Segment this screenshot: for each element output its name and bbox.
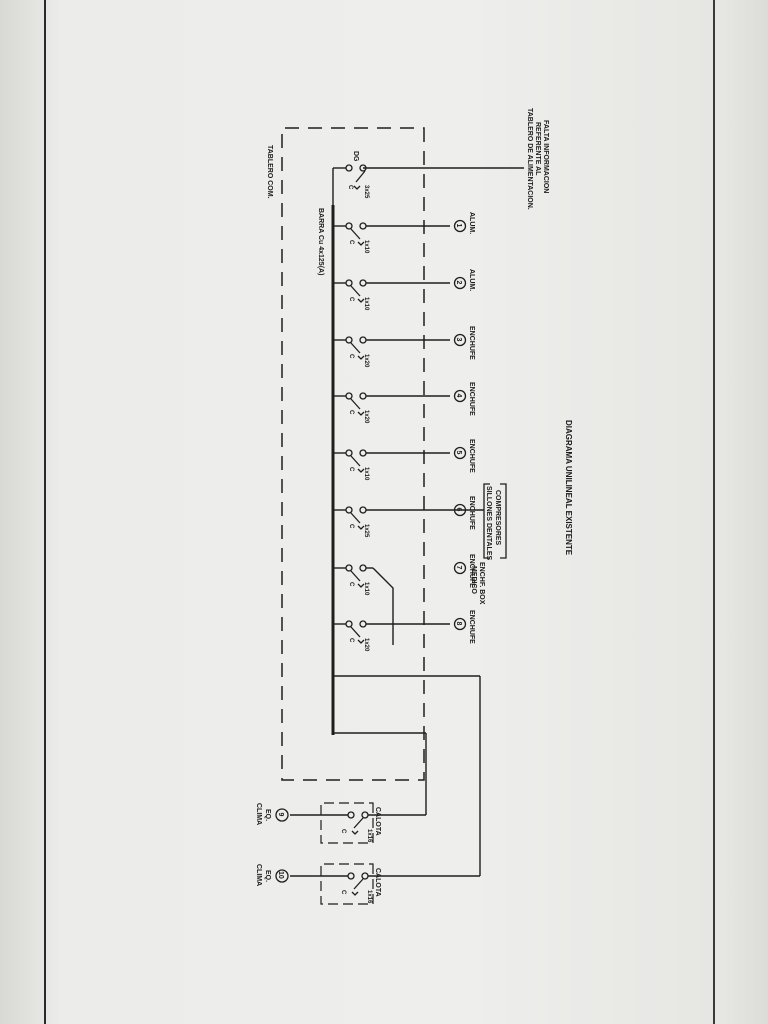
circuit-8-number: 8 (455, 622, 462, 626)
clima-9-rating: 1x16 (366, 829, 372, 843)
box-note-1: ENCHF. BOX (478, 562, 485, 605)
circuit-6-rating: 1x25 (363, 524, 369, 538)
circuit-2-marker (453, 276, 467, 290)
circuit-3-number: 3 (455, 338, 462, 342)
main-breaker-curve: C (347, 185, 353, 190)
circuit-8: 1x20 C 8 ENCHUFE (333, 610, 475, 652)
clima-9-marker (275, 808, 289, 822)
circuit-4-curve: C (348, 410, 354, 415)
clima-10-marker (275, 869, 289, 883)
paper-edge-left (44, 0, 46, 1024)
circuit-3-curve: C (348, 354, 354, 359)
circuit-2-curve: C (348, 297, 354, 302)
circuit-1: 1x10 C 1 ALUM. (333, 212, 475, 254)
compressor-group: COMPRESORES SILLONES DENTALES (483, 483, 507, 560)
circuit-5-rating: 1x10 (363, 467, 369, 481)
circuit-5-number: 5 (455, 451, 462, 455)
clima-10-curve: C (340, 890, 346, 895)
clima-9-curve: C (340, 829, 346, 834)
circuit-1-marker (453, 219, 467, 233)
circuit-8-type: ENCHUFE (468, 610, 475, 644)
circuit-7-marker (453, 561, 467, 575)
circuit-4-number: 4 (455, 394, 462, 398)
circuit-5-type: ENCHUFE (468, 439, 475, 473)
circuit-8-curve: C (348, 638, 354, 643)
feeder-note-2: REFERENTE AL (534, 122, 541, 176)
circuit-1-type: ALUM. (468, 212, 475, 234)
circuit-1-number: 1 (455, 224, 462, 228)
circuit-5-marker (453, 446, 467, 460)
clima-circuit-9: 1x16 C CALOTA 9 EQ.CLIMA (255, 802, 381, 844)
group-box-line-1: COMPRESORES (494, 490, 501, 546)
circuit-2: 1x10 C 2 ALUM. (333, 269, 475, 311)
clima-10-label-1: EQ. (264, 870, 271, 882)
clima-circuit-10: 1x16 C CALOTA 10 EQ.CLIMA (255, 863, 381, 905)
circuit-7-type: ENCHUFE (468, 554, 475, 588)
circuit-8-rating: 1x20 (363, 638, 369, 652)
clima-10-rating: 1x16 (366, 890, 372, 904)
box-note-2: MEDICO (470, 566, 477, 595)
clima-9-label-2: CLIMA (255, 803, 262, 825)
clima-9-number: 9 (277, 813, 284, 817)
main-breaker: DG 3x25 C (332, 151, 369, 205)
circuit-2-rating: 1x10 (363, 297, 369, 311)
circuit-7-number: 7 (455, 566, 462, 570)
circuit-8-marker (453, 617, 467, 631)
circuit-7-curve: C (348, 582, 354, 587)
circuit-2-number: 2 (455, 281, 462, 285)
feeder-note-3: TABLERO DE ALIMENTACION. (526, 108, 533, 210)
clima-9-label-1: EQ. (264, 809, 271, 821)
circuit-3-rating: 1x20 (363, 354, 369, 368)
circuit-6-type: ENCHUFE (468, 496, 475, 530)
clima-10-label-2: CLIMA (255, 864, 262, 886)
circuit-3-type: ENCHUFE (468, 326, 475, 360)
circuit-6-curve: C (348, 524, 354, 529)
circuit-7-rating: 1x10 (363, 582, 369, 596)
circuit-4-rating: 1x20 (363, 410, 369, 424)
circuit-3-marker (453, 333, 467, 347)
circuit-4-marker (453, 389, 467, 403)
circuit-5-curve: C (348, 467, 354, 472)
circuit-1-rating: 1x10 (363, 240, 369, 254)
busbar-label: BARRA Cu 4x125(A) (317, 208, 324, 275)
clima-10-box-label: CALOTA (374, 868, 381, 897)
diagram-title: DIAGRAMA UNILINEAL EXISTENTE (564, 420, 573, 556)
feeder-note-1: FALTA INFORMACION (542, 120, 549, 193)
circuit-7: 1x10 C 7 ENCHUFE (333, 554, 475, 596)
main-breaker-rating: 3x25 (363, 185, 369, 199)
circuit-5: 1x10 C 5 ENCHUFE (333, 439, 475, 481)
board-boundary (281, 127, 425, 781)
board-label: TABLERO COM. (266, 145, 273, 199)
circuit-4: 1x20 C 4 ENCHUFE (333, 382, 475, 424)
main-breaker-id: DG (352, 151, 359, 162)
circuit-2-type: ALUM. (468, 269, 475, 291)
clima-10-number: 10 (277, 871, 284, 879)
circuit-4-type: ENCHUFE (468, 382, 475, 416)
paper-edge-right (713, 0, 715, 1024)
circuit-3: 1x20 C 3 ENCHUFE (333, 326, 475, 368)
circuit-1-curve: C (348, 240, 354, 245)
clima-9-box-label: CALOTA (374, 807, 381, 836)
group-box-line-2: SILLONES DENTALES (485, 486, 492, 560)
